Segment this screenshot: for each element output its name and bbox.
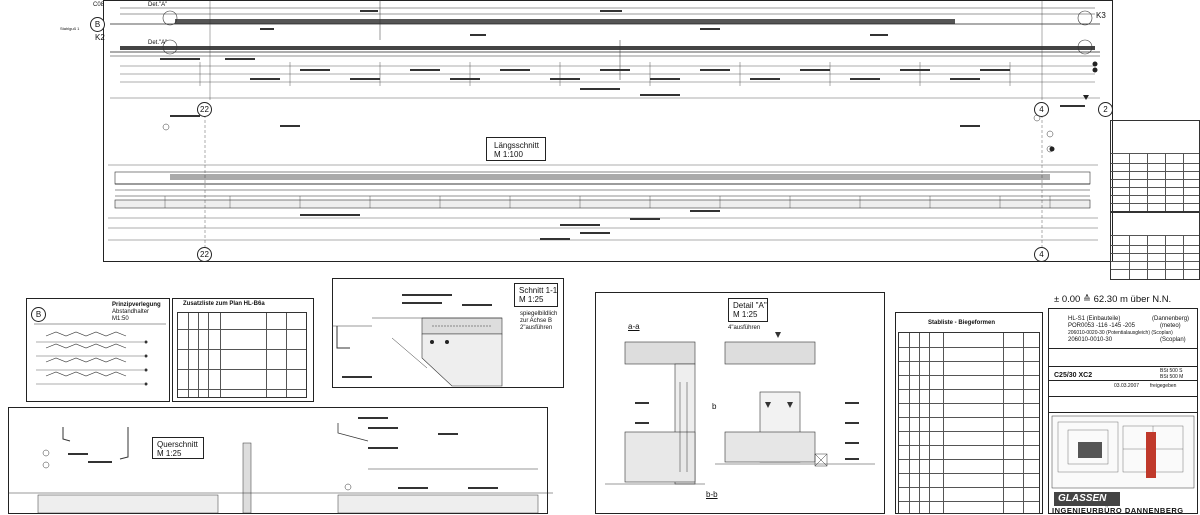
querschnitt-drawing [8,417,553,514]
steel-table-1 [1110,120,1200,212]
axis-2-right: 2 [1098,102,1113,117]
titleblock-divider-2 [1048,366,1198,367]
prinzip-scale: M1:50 [112,316,129,322]
axis-c08-label: C08 [93,2,105,8]
elevation-reference: ± 0.00 ≙ 62.30 m über N.N. [1054,294,1172,305]
drawing-date: 03.03.2007 [1114,383,1140,389]
schnitt-frame [332,278,564,388]
prinzip-frame [26,298,170,402]
schnitt-title: Schnitt 1-1 [519,286,558,295]
querschnitt-title-box: Querschnitt M 1:25 [152,437,204,459]
k3-label: K3 [1096,11,1106,20]
titleblock-divider-1 [1048,348,1198,349]
axis-22-top: 22 [197,102,212,117]
det-a-label-1: Det."A" [148,2,168,8]
prinzip-subtitle: Abstandhalter [112,309,150,315]
stabliste-title: Stabliste - Biegeformen [928,320,996,326]
top-drawing-frame [103,0,1113,262]
axis-4-top: 4 [1034,102,1049,117]
prinzip-axis-b: B [31,307,46,322]
bureau-name: INGENIEURBÜRO DANNENBERG [1052,506,1184,515]
elevation-label: Stahlguß 1 [60,26,80,31]
titleblock-divider-4 [1048,396,1198,397]
zusatz-frame [172,298,314,402]
project-line-4: 206010-0010-30 [1068,337,1113,343]
steel-grade-1: BSt 500 S [1160,368,1183,374]
schnitt-drawing [332,294,503,387]
company-logo: GLASSEN [1054,492,1120,506]
detail-drawing [605,332,875,485]
project-line-2b: (meteo) [1160,323,1181,329]
schnitt-note-1: spiegelbildlich [520,311,558,317]
detail-cut-aa: a-a [628,322,640,331]
project-line-4b: (Scoplan) [1160,337,1186,343]
detail-mark-b-left: b [712,402,717,411]
schnitt-note-2: zur Achse B [520,318,553,324]
steel-table-2 [1110,212,1200,280]
titleblock-divider-5 [1048,412,1198,413]
querschnitt-title: Querschnitt [157,440,198,449]
titleblock-thumbnail [1051,415,1195,489]
zusatz-table [177,312,307,398]
laengsschnitt-title-box: Längsschnitt M 1:100 [486,137,546,161]
axis-4-bottom: 4 [1034,247,1049,262]
detail-title: Detail "A" [733,301,767,310]
axis-b-marker: B [90,17,105,32]
laengsschnitt-title: Längsschnitt [494,141,539,150]
project-line-1b: (Dannenberg) [1152,316,1190,322]
querschnitt-scale: M 1:25 [157,449,182,458]
project-line-1: HL-S1 (Einbauteile) [1068,316,1121,322]
zusatz-title: Zusatzliste zum Plan HL-B6a [183,301,265,307]
det-a-label-2: Det."A" [148,40,168,46]
concrete-class: C25/30 XC2 [1054,372,1093,379]
axis-22-bottom: 22 [197,247,212,262]
detail-note: 4"ausführen [728,325,761,331]
company-name: GLASSEN [1058,493,1107,504]
steel-grade-2: BSt 500 M [1160,374,1184,380]
project-line-3: 206010-0020-30 (Potentialausgleich) (Sco… [1068,330,1173,336]
stabliste-table [898,332,1040,514]
detail-cut-bb: b-b [706,490,718,499]
schnitt-scale: M 1:25 [519,295,544,304]
detail-scale: M 1:25 [733,310,758,319]
k2-label: K2 [95,33,105,42]
project-line-2: POR0053 -116 -145 -205 [1068,323,1135,329]
titleblock-divider-3 [1048,380,1198,381]
laengsschnitt-scale: M 1:100 [494,150,523,159]
prinzip-title: Prinzipverlegung [112,302,161,308]
schnitt-note-3: 2"ausführen [520,325,553,331]
drawing-status: freigegeben [1150,383,1177,389]
top-beam-drawing [108,0,1100,258]
schnitt-title-box: Schnitt 1-1 M 1:25 [514,283,558,307]
prinzip-drawing [34,323,166,386]
detail-title-box: Detail "A" M 1:25 [728,298,768,322]
